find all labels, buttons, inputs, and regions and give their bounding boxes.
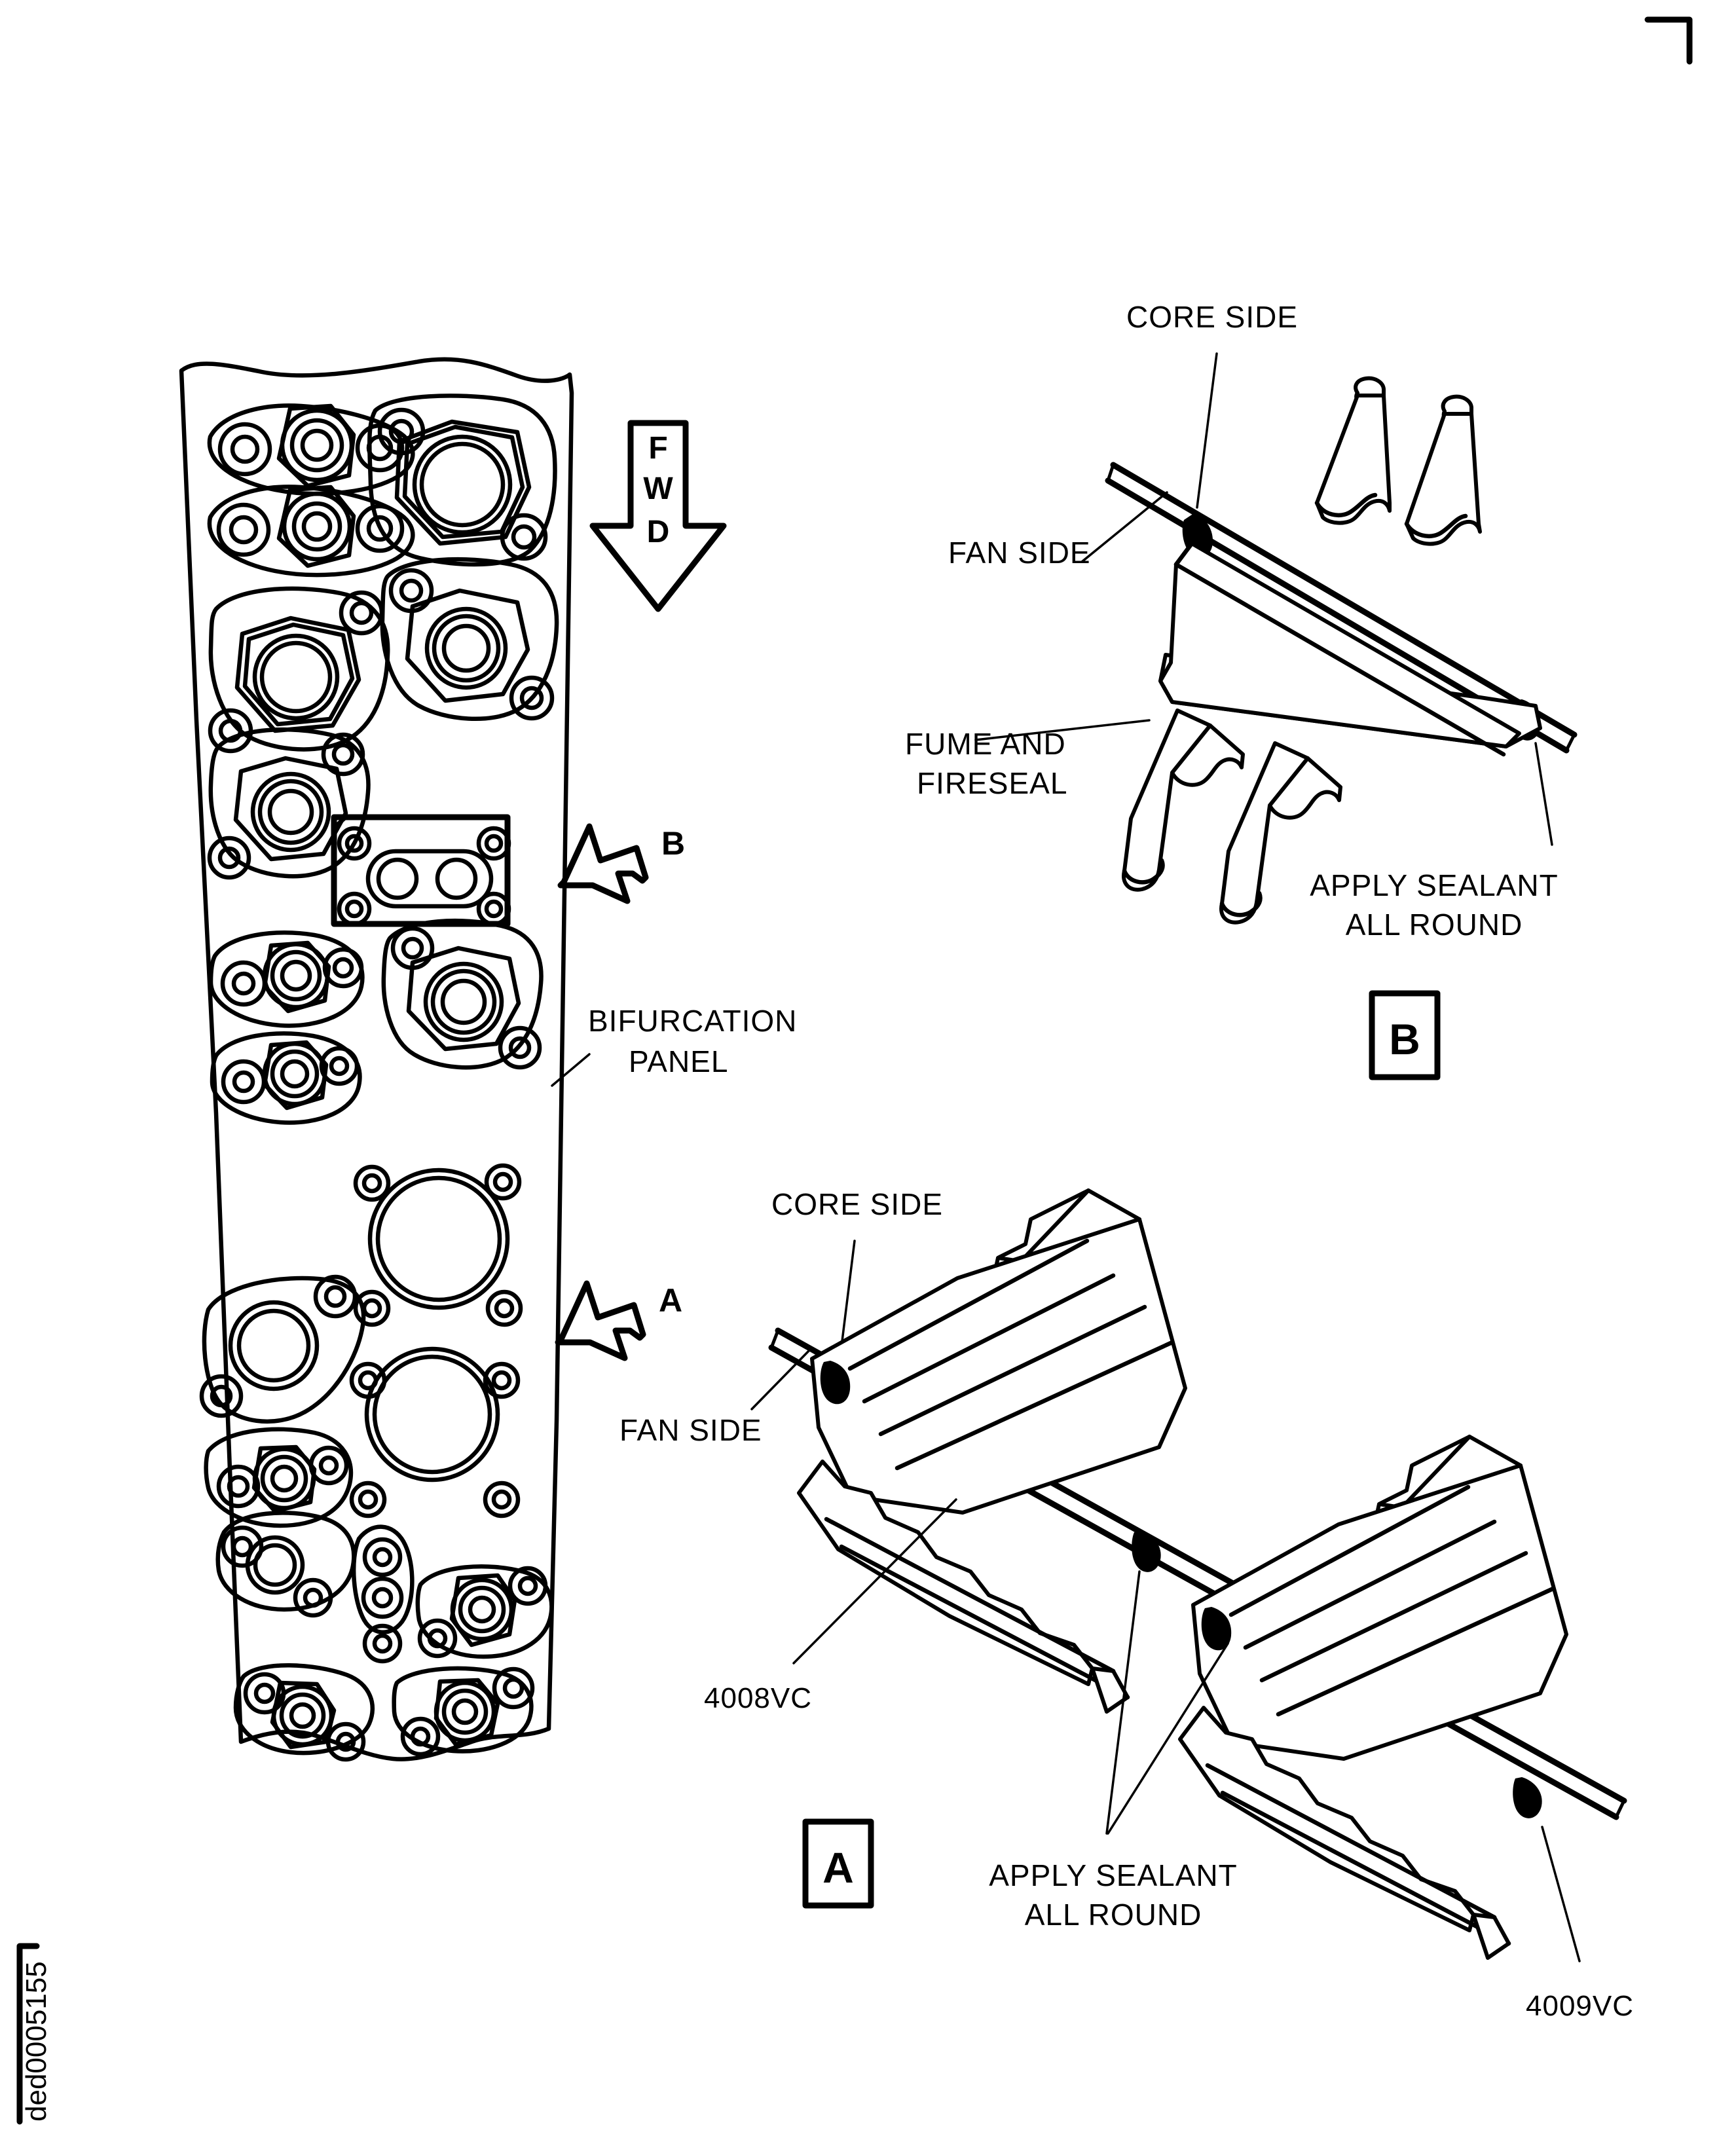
figure-id-text: ded0005155 — [20, 1961, 52, 2122]
detail-a-marker-letter: A — [822, 1843, 854, 1892]
duct-4008vc — [797, 1188, 1187, 1714]
fitting-row4-right — [381, 918, 544, 1070]
detail-b-view: CORE SIDE FAN SIDE FUME AND FIRESEAL APP… — [905, 300, 1578, 1080]
fireseal-block — [1158, 541, 1542, 757]
detail-b-marker: B — [1369, 990, 1441, 1080]
duct-4009vc — [1178, 1435, 1568, 1960]
detail-a-core-side-label: CORE SIDE — [771, 1187, 943, 1221]
fitting-row4-left-lower — [210, 1031, 362, 1125]
detail-a-core-side-callout: CORE SIDE — [771, 1187, 943, 1342]
detail-b-sealant-line1: APPLY SEALANT — [1310, 868, 1558, 902]
fwd-direction-arrow[interactable]: F W D — [589, 420, 727, 612]
detail-b-fan-side-label: FAN SIDE — [948, 536, 1091, 570]
view-arrow-a-letter: A — [659, 1282, 682, 1319]
figure-id-block: ded0005155 — [16, 1943, 52, 2125]
fitting-row4-left-upper — [208, 930, 365, 1028]
detail-a-sealant-line1: APPLY SEALANT — [989, 1858, 1237, 1892]
fwd-arrow-shape — [589, 420, 727, 612]
detail-b-marker-letter: B — [1389, 1015, 1420, 1063]
detail-a-part-right-callout: 4009VC — [1526, 1826, 1634, 2022]
fwd-letter-f: F — [648, 431, 667, 466]
detail-b-sealant-line2: ALL ROUND — [1346, 908, 1523, 942]
fwd-letter-d: D — [647, 515, 670, 549]
view-arrow-b-shape — [557, 823, 649, 904]
detail-b-component-line1: FUME AND — [905, 727, 1066, 761]
view-arrow-b-letter: B — [661, 825, 685, 862]
detail-a-sealant-line2: ALL ROUND — [1025, 1898, 1202, 1932]
detail-a-view: CORE SIDE FAN SIDE 4008VC 4009VC APPLY S… — [619, 1187, 1634, 2022]
sealant-fillet-a-left-bottom — [1132, 1531, 1161, 1572]
detail-a-sealant-callout: APPLY SEALANT ALL ROUND — [989, 1570, 1237, 1932]
detail-a-part-left-callout: 4008VC — [704, 1498, 957, 1714]
view-arrow-a[interactable]: A — [555, 1280, 682, 1361]
view-arrow-a-shape — [555, 1280, 646, 1361]
detail-b-component-line2: FIRESEAL — [917, 766, 1067, 800]
fitting-group-r2-left — [207, 485, 415, 578]
detail-b-sealant-callout: APPLY SEALANT ALL ROUND — [1310, 742, 1558, 942]
panel-label-line1: BIFURCATION — [588, 1004, 797, 1038]
sealant-fillet-a-left-top — [820, 1361, 851, 1405]
fitting-plain-bore-left — [199, 1274, 366, 1424]
fireseal-tubes-upper — [1314, 376, 1482, 546]
sealant-fillet-a-right-bottom — [1513, 1777, 1542, 1818]
detail-a-part-right-label: 4009VC — [1526, 1990, 1634, 2022]
fitting-twin-port-rect — [331, 814, 511, 927]
detail-b-core-side-callout: CORE SIDE — [1126, 300, 1298, 509]
fireseal-tubes-lower — [1121, 708, 1342, 925]
detail-a-marker: A — [802, 1818, 874, 1909]
fitting-row3-left — [207, 727, 371, 880]
detail-b-fan-side-callout: FAN SIDE — [948, 491, 1168, 570]
panel-large-holes — [349, 1163, 523, 1518]
corner-mark-top-right — [1644, 16, 1693, 65]
fitting-mid-left — [208, 586, 390, 754]
fitting-large-r1-right — [367, 394, 557, 567]
fwd-letter-w: W — [643, 471, 673, 506]
detail-a-fan-side-callout: FAN SIDE — [619, 1348, 812, 1447]
panel-label-line2: PANEL — [629, 1044, 728, 1078]
detail-a-part-left-label: 4008VC — [704, 1682, 812, 1714]
sealant-fillet-a-right-top — [1201, 1607, 1232, 1651]
detail-b-core-side-label: CORE SIDE — [1126, 300, 1298, 334]
bifurcation-panel-callout: BIFURCATION PANEL — [551, 1004, 797, 1087]
view-arrow-b[interactable]: B — [557, 823, 685, 904]
bifurcation-panel-view: F W D B A BIFURCATION PANEL — [179, 357, 797, 1762]
detail-b-component-callout: FUME AND FIRESEAL — [905, 719, 1151, 800]
detail-a-fan-side-label: FAN SIDE — [619, 1413, 762, 1447]
fitting-mid-right — [380, 557, 559, 721]
fitting-lower-cluster — [204, 1427, 554, 1762]
